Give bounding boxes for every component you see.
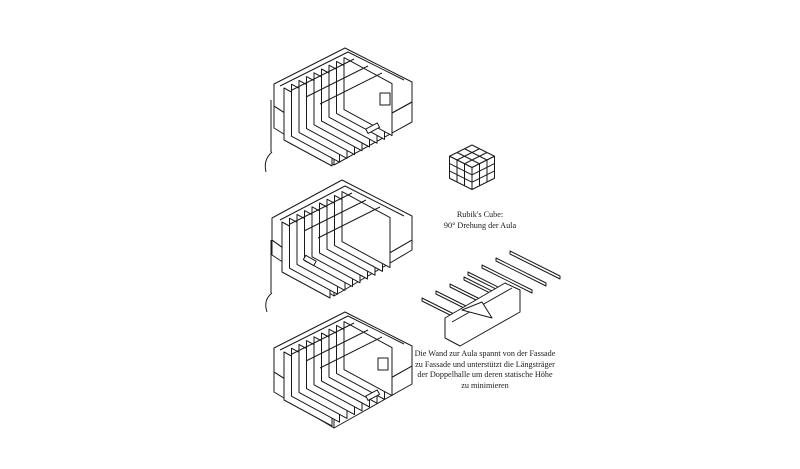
caption-line: zu Fassade und unterstützt die Längsträg… [415,359,555,369]
cross-beam [319,336,383,369]
wall-caption: Die Wand zur Aula spannt von der Fassade… [405,349,565,391]
cube-grid [464,148,488,161]
building-model-middle [271,179,413,299]
building-model-bottom [273,311,413,429]
rubiks-cube-drawing [449,144,495,190]
cube-grid [471,170,495,183]
cross-beam [291,58,355,91]
rotation-arc-bottom [265,292,273,313]
caption-line: Rubik's Cube: [456,210,504,219]
roof-rib [343,321,393,397]
beam-right [495,257,547,287]
cross-beam [319,72,383,105]
rubiks-cube-caption: Rubik's Cube: 90° Drehung der Aula [420,210,540,231]
cross-beam [317,206,381,239]
cube-grid [456,148,480,161]
cube-grid [449,163,473,176]
cube-grid [456,152,480,165]
wall-opening [461,301,493,319]
caption-line: Die Wand zur Aula spannt von der Fassade [414,349,556,358]
caption-line: zu minimieren [461,380,509,390]
cross-beam [303,199,367,232]
cube-grid [449,170,473,183]
cross-beam [305,65,369,98]
beam-structure-drawing [421,250,561,347]
beam-right [481,264,533,294]
cross-beam [305,329,369,362]
cross-beam [291,322,355,355]
caption-line: der Doppelhalle um deren statische Höhe [417,370,553,379]
cross-beam [289,192,353,225]
beam-right [509,250,561,280]
rotation-arc-top [264,151,273,173]
building-model-top [273,47,413,167]
caption-line: 90° Drehung der Aula [443,220,517,230]
roof-rib [341,191,391,269]
cube-grid [471,163,495,176]
cube-grid [464,152,488,165]
